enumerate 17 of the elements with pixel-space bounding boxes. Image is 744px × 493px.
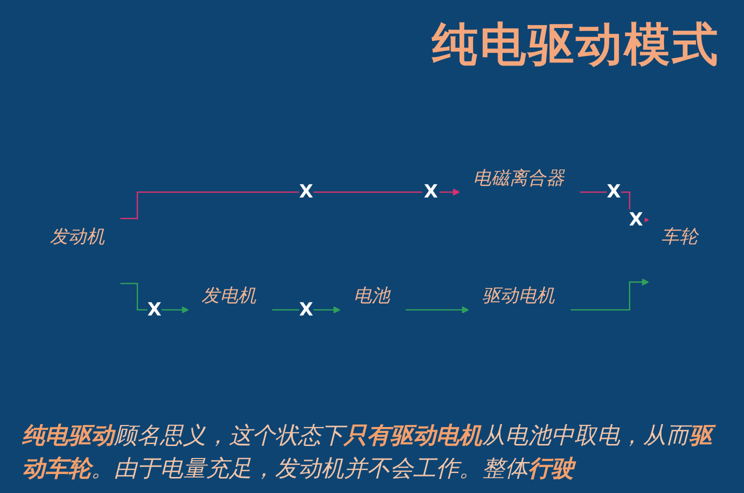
arrow [120,188,460,220]
node-text: 驱动电机 [482,286,555,307]
x-mark-label: X [424,182,438,203]
caption: 纯电驱动顾名思义，这个状态下只有驱动电机从电池中取电，从而驱动车轮。由于电量充足，发动机并不会工作。整体行驶 [22,420,730,486]
arrow [406,306,470,314]
node-text: 车轮 [661,226,698,248]
node-text: 电池 [353,286,390,307]
node-text: 发电机 [202,286,256,307]
edge-label: X [299,182,314,202]
title: 纯电驱动模式 [432,16,720,73]
node-text: 发动机 [50,226,105,248]
edge-label: X [147,300,162,320]
node-text: 电磁离合器 [472,168,564,189]
edge-label: X [299,300,314,320]
edge-label: X [606,182,621,202]
x-mark-label: X [629,209,644,230]
arrow [570,278,649,311]
